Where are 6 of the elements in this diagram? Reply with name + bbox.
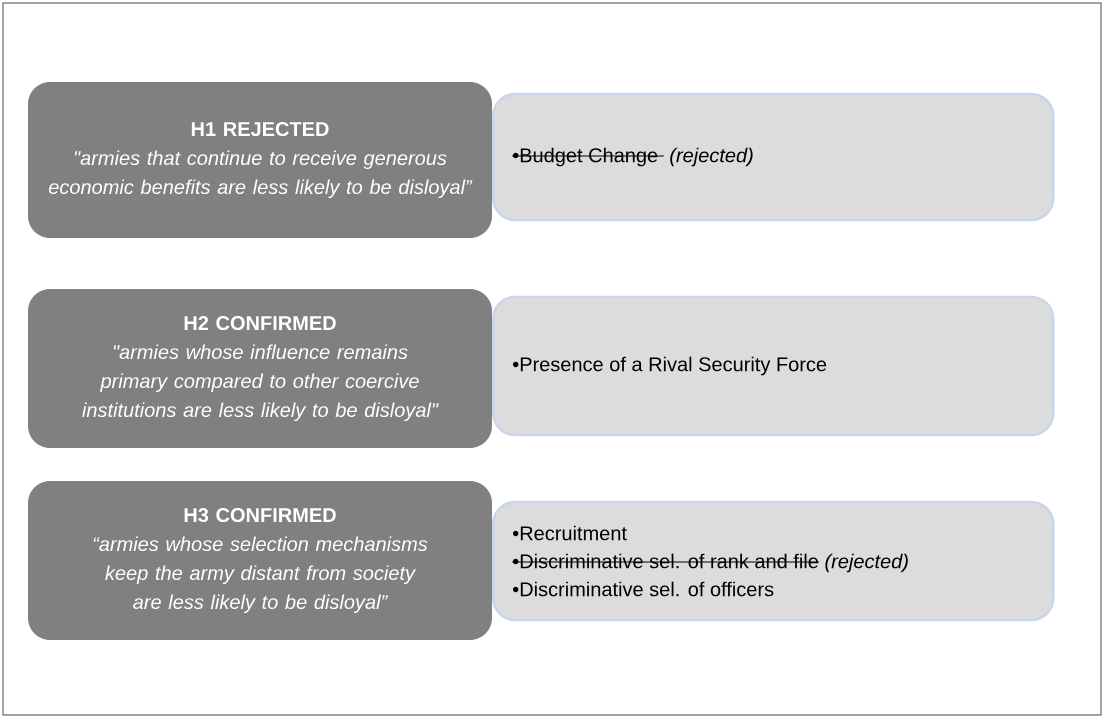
result-box: •Presence of a Rival Security Force xyxy=(492,295,1055,437)
hypothesis-box: H3 CONFIRMED “armies whose selection mechanisms keep the army distant from society are less likely to be disloyal” xyxy=(28,481,492,640)
result-box: •Recruitment •Discriminative sel. of rank and file (rejected) •Discriminative sel. of officers xyxy=(492,500,1055,622)
result-box: •Budget Change (rejected) xyxy=(492,92,1055,222)
hypothesis-box: H1 REJECTED "armies that continue to receive generous economic benefits are less likely to be disloyal” xyxy=(28,82,492,238)
hypothesis-box: H2 CONFIRMED "armies whose influence remains primary compared to other coercive institutions are less likely to be disloyal" xyxy=(28,289,492,448)
